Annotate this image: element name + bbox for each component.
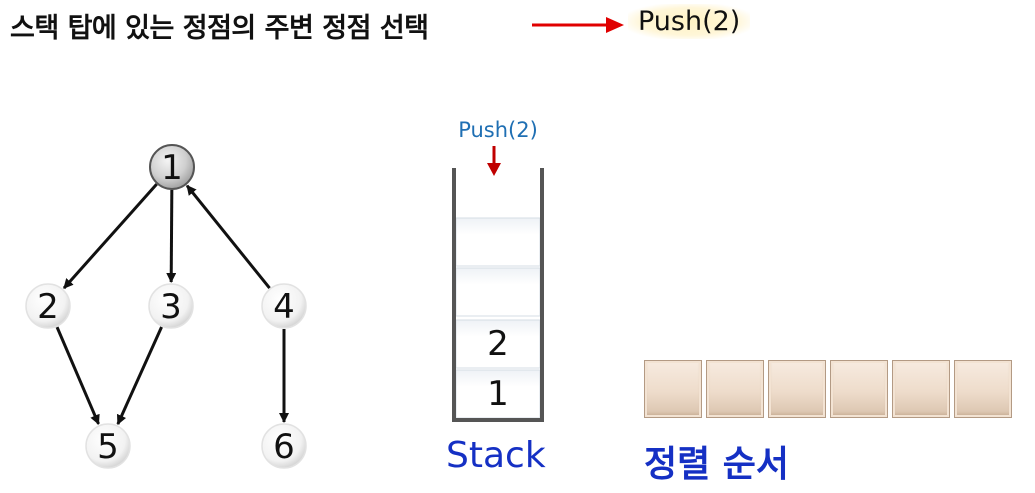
- sort-order-cell: [954, 360, 1012, 418]
- stack-slot: [455, 319, 541, 369]
- push-arrow-icon: [487, 146, 501, 176]
- sort-order-cell: [768, 360, 826, 418]
- stack-slot: [455, 369, 541, 419]
- current-operation: Push(2): [628, 4, 751, 39]
- sort-order-cell: [892, 360, 950, 418]
- sort-order-label: 정렬 순서: [644, 444, 790, 485]
- graph-node-circle: [148, 283, 194, 329]
- graph-diagram: 1 2 3 4 5 6: [25, 144, 307, 469]
- red-arrow-icon: [532, 17, 624, 33]
- stack-operation-label: Push(2): [458, 118, 538, 142]
- graph-node-label: 1: [161, 148, 183, 188]
- graph-node-label: 4: [273, 287, 295, 327]
- graph-node-label: 3: [160, 287, 182, 327]
- graph-node-circle: [85, 423, 131, 469]
- graph-node-circle: [261, 423, 307, 469]
- graph-node-3: 3: [148, 283, 194, 329]
- stack-slot: [455, 267, 541, 317]
- sort-order-cell: [830, 360, 888, 418]
- stack-container: [452, 168, 544, 422]
- edge-2-to-5: [55, 326, 100, 425]
- edge-1-to-2: [62, 183, 158, 290]
- graph-node-label: 5: [97, 427, 119, 467]
- sort-order-cells: [644, 360, 1012, 418]
- graph-node-circle: [25, 283, 71, 329]
- graph-node-6: 6: [261, 423, 307, 469]
- sort-order-cell: [706, 360, 764, 418]
- stack-slot: [455, 217, 541, 267]
- graph-node-label: 6: [273, 427, 295, 467]
- stack-item: 2: [487, 324, 509, 364]
- graph-node-circle: [261, 283, 307, 329]
- graph-node-2: 2: [25, 283, 71, 329]
- stack-item: 1: [487, 374, 509, 414]
- page-title: 스택 탑에 있는 정점의 주변 정점 선택: [10, 13, 429, 44]
- stack-label: Stack: [446, 435, 546, 476]
- edge-1-to-3: [166, 189, 177, 284]
- graph-node-5: 5: [85, 423, 131, 469]
- sort-order-cell: [644, 360, 702, 418]
- graph-node-4: 4: [261, 283, 307, 329]
- graph-node-circle: [149, 144, 195, 190]
- graph-node-label: 2: [37, 287, 59, 327]
- edge-3-to-5: [116, 326, 163, 426]
- edge-4-to-1: [185, 184, 271, 290]
- graph-node-1: 1: [149, 144, 195, 190]
